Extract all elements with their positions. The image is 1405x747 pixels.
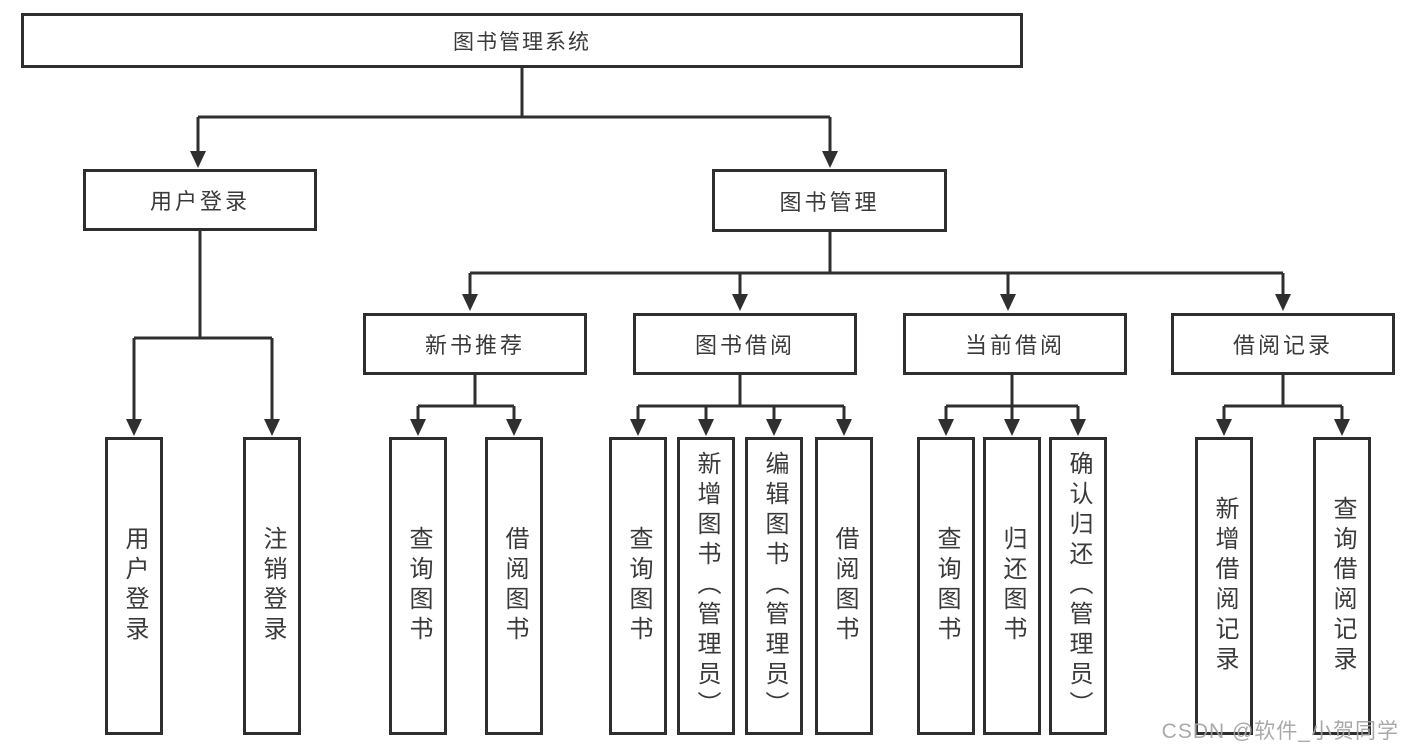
node-label: 新书推荐 <box>424 333 525 358</box>
node-label: 借阅记录 <box>1232 333 1333 358</box>
node-label: 用户登录 <box>121 526 148 646</box>
node-label: 注销登录 <box>259 526 286 646</box>
arrow-down-icon <box>1334 419 1350 436</box>
node-label: 新增图书（管理员） <box>693 451 720 721</box>
node-label: 查询图书 <box>405 526 432 646</box>
node-label: 图书管理 <box>779 189 880 215</box>
leaf-query-books-current: 查询图书 <box>917 437 975 735</box>
arrow-down-icon <box>190 151 206 168</box>
node-user-login: 用户登录 <box>83 169 317 231</box>
arrow-down-icon <box>938 419 954 436</box>
arrow-down-icon <box>766 419 782 436</box>
node-label: 图书借阅 <box>694 333 795 358</box>
arrow-down-icon <box>1004 419 1020 436</box>
arrow-down-icon <box>836 419 852 436</box>
node-book-borrowing: 图书借阅 <box>633 313 857 375</box>
arrow-down-icon <box>630 419 646 436</box>
arrow-down-icon <box>264 419 280 436</box>
arrow-down-icon <box>506 419 522 436</box>
node-current-borrowing: 当前借阅 <box>903 313 1127 375</box>
node-book-management: 图书管理 <box>712 169 947 232</box>
leaf-borrow-books-recommend: 借阅图书 <box>485 437 543 735</box>
node-label: 借阅图书 <box>501 526 528 646</box>
connector-edges <box>132 68 1344 421</box>
leaf-add-books-admin: 新增图书（管理员） <box>677 437 735 735</box>
node-label: 查询图书 <box>625 526 652 646</box>
leaf-return-books: 归还图书 <box>983 437 1041 735</box>
node-borrowing-records: 借阅记录 <box>1171 313 1395 375</box>
node-label: 编辑图书（管理员） <box>761 451 788 721</box>
leaf-borrow-books: 借阅图书 <box>815 437 873 735</box>
node-label: 借阅图书 <box>831 526 858 646</box>
node-label: 确认归还（管理员） <box>1065 451 1092 721</box>
arrow-down-icon <box>126 419 142 436</box>
node-label: 查询借阅记录 <box>1329 496 1356 676</box>
leaf-query-books-borrow: 查询图书 <box>609 437 667 735</box>
arrow-down-icon <box>732 294 748 311</box>
arrow-down-icon <box>462 294 478 311</box>
leaf-add-borrow-record: 新增借阅记录 <box>1195 437 1253 735</box>
arrow-down-icon <box>1216 419 1232 436</box>
node-label: 图书管理系统 <box>453 30 591 54</box>
arrow-down-icon <box>1275 294 1291 311</box>
node-label: 新增借阅记录 <box>1211 496 1238 676</box>
node-label: 当前借阅 <box>964 333 1065 358</box>
leaf-edit-books-admin: 编辑图书（管理员） <box>745 437 803 735</box>
node-label: 用户登录 <box>149 189 250 214</box>
arrow-down-icon <box>410 419 426 436</box>
watermark: CSDN @软件_小贺同学 <box>1161 720 1399 743</box>
leaf-query-borrow-record: 查询借阅记录 <box>1313 437 1371 735</box>
leaf-logout: 注销登录 <box>243 437 301 735</box>
arrowheads <box>126 151 1350 436</box>
node-new-book-recommendation: 新书推荐 <box>363 313 587 375</box>
node-label: 归还图书 <box>999 526 1026 646</box>
arrow-down-icon <box>1000 294 1016 311</box>
leaf-user-login: 用户登录 <box>105 437 163 735</box>
arrow-down-icon <box>1070 419 1086 436</box>
arrow-down-icon <box>822 151 838 168</box>
node-library-management-system: 图书管理系统 <box>21 13 1023 68</box>
node-label: 查询图书 <box>933 526 960 646</box>
leaf-query-books-recommend: 查询图书 <box>389 437 447 735</box>
arrow-down-icon <box>698 419 714 436</box>
leaf-confirm-return-admin: 确认归还（管理员） <box>1049 437 1107 735</box>
